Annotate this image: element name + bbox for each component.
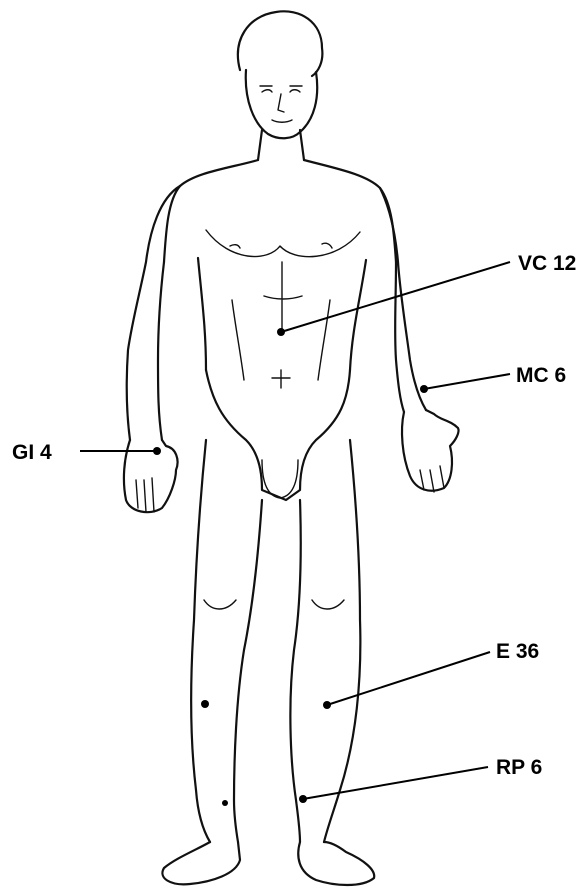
face-features [260,86,302,122]
marker-e36-right [201,700,209,708]
point-gi4: GI 4 [12,441,161,464]
human-figure [124,11,459,885]
left-leg [290,440,360,842]
label-rp6: RP 6 [496,756,542,779]
left-foot [298,842,374,885]
right-foot [162,842,240,884]
label-vc12: VC 12 [518,252,576,275]
leader-line-rp6 [303,767,488,799]
chest-abdomen-detail [206,230,360,388]
point-vc12: VC 12 [277,252,576,336]
marker-e36 [323,701,331,709]
torso [164,160,396,370]
point-rp6: RP 6 [222,756,542,806]
hair [238,11,322,76]
left-hand-fingers [420,466,444,492]
pelvis [206,370,350,500]
marker-vc12 [277,328,285,336]
head [246,70,317,138]
label-e36: E 36 [496,640,539,663]
right-arm [127,186,180,440]
point-mc6: MC 6 [420,364,566,393]
label-mc6: MC 6 [516,364,566,387]
right-leg [191,440,262,842]
point-e36: E 36 [201,640,539,709]
right-hand-fingers [136,478,154,512]
leader-line-mc6 [424,374,510,389]
marker-mc6 [420,385,428,393]
marker-rp6 [299,795,307,803]
leader-line-e36 [327,652,490,705]
left-hand [402,410,459,491]
label-gi4: GI 4 [12,441,52,464]
marker-gi4 [153,447,161,455]
marker-rp6-right [222,800,228,806]
knee-detail [204,600,344,609]
